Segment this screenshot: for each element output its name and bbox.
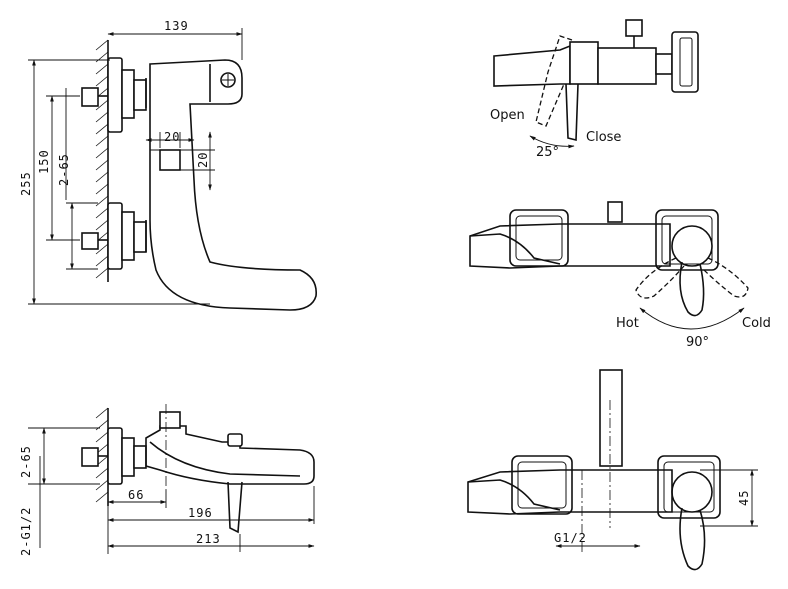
- dim-height-label: 255: [19, 171, 33, 196]
- front-shower-view: 45 G1/2: [467, 369, 758, 571]
- side-view: 139 255 150 2-65 20 20: [19, 19, 317, 311]
- open-close-view: Open Close 25°: [490, 19, 699, 160]
- dim-offset-h-label: 20: [164, 130, 180, 144]
- dim-spacing-label: 150: [37, 149, 51, 174]
- dim-thread-label: 2-G1/2: [19, 507, 33, 556]
- dim-adjust-bottom-label: 2-65: [19, 445, 33, 478]
- dim-depth-c-label: 213: [196, 532, 221, 546]
- cold-label: Cold: [742, 316, 771, 331]
- hot-cold-angle-label: 90°: [686, 335, 709, 350]
- hot-label: Hot: [616, 316, 639, 331]
- top-view: 2-65 2-G1/2 66 196 213: [19, 404, 315, 556]
- close-label: Close: [586, 130, 621, 145]
- open-label: Open: [490, 108, 525, 123]
- dim-depth-a-label: 66: [128, 488, 144, 502]
- shower-thread-label: G1/2: [554, 531, 587, 545]
- shower-height-label: 45: [737, 490, 751, 506]
- dim-width-label: 139: [164, 19, 189, 33]
- open-angle-label: 25°: [536, 145, 559, 160]
- dim-depth-b-label: 196: [188, 506, 213, 520]
- hot-cold-view: Hot Cold 90°: [469, 201, 771, 350]
- dim-offset-v-label: 20: [196, 152, 210, 168]
- dim-adjust-label: 2-65: [57, 153, 71, 186]
